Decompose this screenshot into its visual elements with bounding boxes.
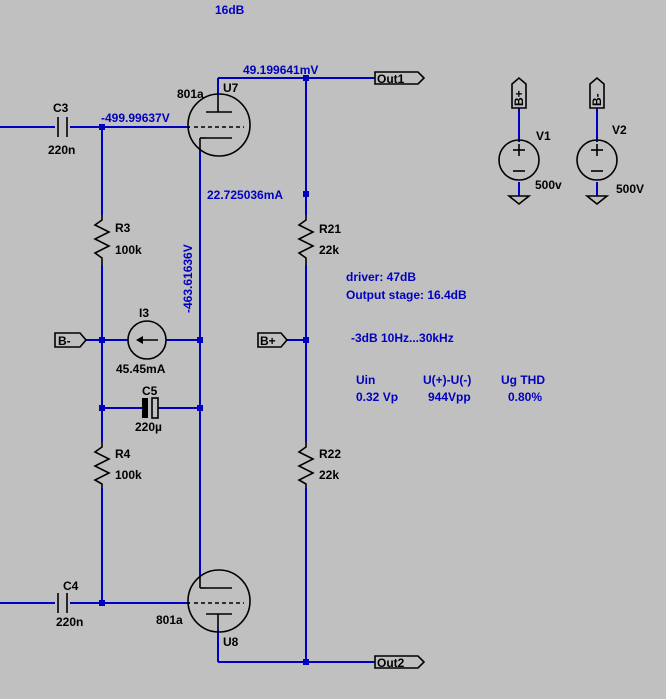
v1-value: 500v (535, 178, 562, 192)
c3-value: 220n (48, 143, 75, 157)
i3-value: 45.45mA (116, 362, 166, 376)
tube-u7[interactable] (187, 93, 251, 157)
c4-value: 220n (56, 615, 83, 629)
i3-name: I3 (139, 306, 149, 320)
port-out2[interactable]: Out2 (374, 655, 426, 670)
c4-name: C4 (63, 579, 79, 593)
current-source-i3[interactable] (127, 320, 167, 360)
gain-label: 16dB (215, 3, 245, 17)
junction-dots (99, 75, 309, 665)
u7-name: U7 (223, 81, 239, 95)
note-driver: driver: 47dB (346, 270, 416, 284)
port-b-plus[interactable]: B+ (257, 332, 289, 348)
c5-name: C5 (142, 384, 158, 398)
port-out2-label: Out2 (377, 656, 405, 670)
u7-model: 801a (177, 87, 204, 101)
node-out1-voltage: 49.199641mV (243, 63, 318, 77)
port-b-minus-label: B- (58, 334, 71, 348)
r4-value: 100k (115, 468, 142, 482)
voltage-source-v2[interactable] (576, 139, 618, 206)
port-b-plus-top[interactable]: B+ (511, 76, 527, 109)
u8-name: U8 (223, 635, 239, 649)
note-value-thd: 0.80% (508, 390, 542, 404)
note-value-udiff: 944Vpp (428, 390, 471, 404)
port-out1[interactable]: Out1 (374, 71, 426, 86)
voltage-source-v1[interactable] (498, 139, 540, 206)
node-rail-current: 22.725036mA (207, 188, 283, 202)
port-b-minus[interactable]: B- (54, 332, 88, 348)
node-grid-voltage: -499.99637V (101, 111, 170, 125)
v2-value: 500V (616, 182, 644, 196)
note-header-udiff: U(+)-U(-) (423, 373, 471, 387)
resistor-r22[interactable] (297, 442, 315, 488)
resistor-r3[interactable] (93, 215, 111, 265)
note-bandwidth: -3dB 10Hz...30kHz (351, 331, 454, 345)
c5-value: 220µ (135, 420, 162, 434)
tube-u8[interactable] (187, 569, 251, 633)
port-out1-label: Out1 (377, 72, 405, 86)
port-b-plus-label: B+ (260, 334, 276, 348)
v2-name: V2 (612, 123, 627, 137)
node-cathode-voltage: -463.61636V (181, 244, 195, 313)
r22-name: R22 (319, 447, 341, 461)
port-b-minus-top-label: B- (590, 93, 604, 106)
note-header-uin: Uin (356, 373, 375, 387)
r21-name: R21 (319, 222, 341, 236)
r22-value: 22k (319, 468, 339, 482)
capacitor-c4[interactable] (57, 593, 68, 613)
port-b-minus-top[interactable]: B- (589, 76, 605, 109)
c3-name: C3 (53, 101, 69, 115)
u8-model: 801a (156, 613, 183, 627)
wires (0, 77, 598, 663)
capacitor-c5[interactable] (142, 397, 159, 419)
capacitor-c3[interactable] (57, 117, 68, 137)
resistor-r4[interactable] (93, 442, 111, 488)
r3-value: 100k (115, 243, 142, 257)
r21-value: 22k (319, 243, 339, 257)
r4-name: R4 (115, 447, 131, 461)
resistor-r21[interactable] (297, 215, 315, 265)
note-header-thd: Ug THD (501, 373, 545, 387)
note-output-stage: Output stage: 16.4dB (346, 288, 467, 302)
r3-name: R3 (115, 221, 131, 235)
v1-name: V1 (536, 129, 551, 143)
note-value-uin: 0.32 Vp (356, 390, 398, 404)
port-b-plus-top-label: B+ (512, 90, 526, 106)
